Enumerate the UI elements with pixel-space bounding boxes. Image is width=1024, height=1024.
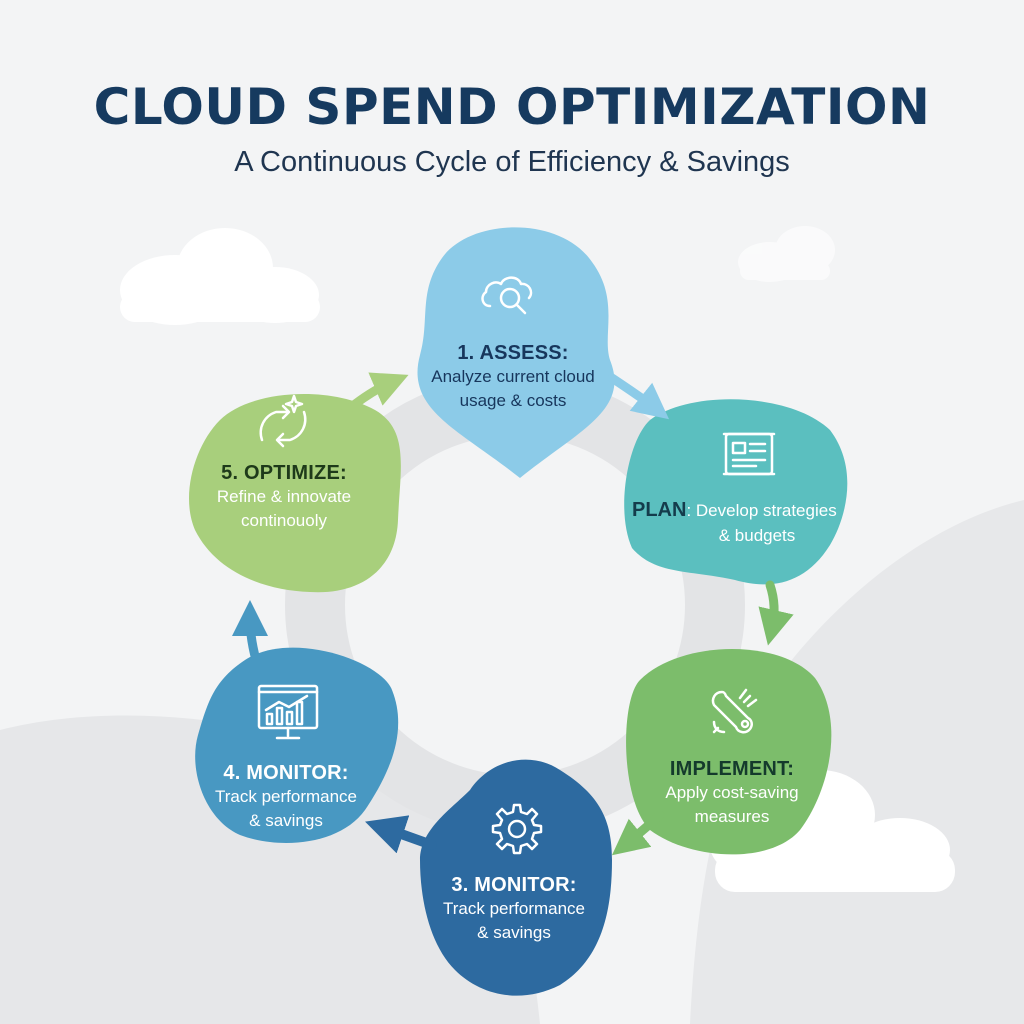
arrow-monitor-to-optimize <box>232 600 269 665</box>
blob-implement <box>626 648 832 855</box>
step-implement-desc-line2: measures <box>694 807 770 826</box>
page-title: CLOUD SPEND OPTIMIZATION <box>93 78 931 136</box>
blob-assess <box>417 227 615 478</box>
step-plan: PLAN: Develop strategies & budgets <box>632 498 842 548</box>
step-optimize: 5. OPTIMIZE: Refine & innovate continouo… <box>164 462 404 533</box>
step-monitor-3-desc-line2: & savings <box>477 923 551 942</box>
step-implement: IMPLEMENT: Apply cost-saving measures <box>612 758 852 829</box>
background-hill-right <box>690 500 1024 1024</box>
step-optimize-desc-line2: continouoly <box>240 511 327 530</box>
refresh-sparkle-icon <box>250 390 316 456</box>
step-monitor-3-label: 3. MONITOR: <box>451 874 577 896</box>
step-implement-label: IMPLEMENT: <box>669 758 795 780</box>
document-icon <box>716 422 782 488</box>
step-monitor-3: 3. MONITOR: Track performance & savings <box>394 874 634 945</box>
arrow-optimize-to-assess <box>340 372 409 417</box>
step-monitor-4: 4. MONITOR: Track performance & savings <box>166 762 406 833</box>
step-monitor-4-desc-line2: & savings <box>249 811 323 830</box>
cloud-decoration-top-right <box>738 226 835 282</box>
step-optimize-label: 5. OPTIMIZE: <box>221 462 347 484</box>
step-monitor-4-label: 4. MONITOR: <box>223 762 349 784</box>
chart-monitor-icon <box>255 680 321 746</box>
step-assess-desc-line1: Analyze current cloud <box>431 367 595 386</box>
gear-icon <box>484 797 550 863</box>
page-subtitle: A Continuous Cycle of Efficiency & Savin… <box>234 146 790 178</box>
arrow-plan-to-implement <box>758 580 794 646</box>
arrow-monitor-to-monitor <box>365 815 437 854</box>
step-monitor-4-desc-line1: Track performance <box>214 787 358 806</box>
blob-monitor-3 <box>420 759 612 996</box>
blob-plan <box>624 399 848 585</box>
cloud-decoration-left <box>120 228 320 325</box>
blob-monitor-4 <box>195 647 399 843</box>
blob-optimize <box>189 393 401 593</box>
step-assess: 1. ASSESS: Analyze current cloud usage &… <box>393 342 633 413</box>
step-monitor-3-desc-line1: Track performance <box>442 899 586 918</box>
step-assess-desc-line2: usage & costs <box>459 391 567 410</box>
step-implement-desc-line1: Apply cost-saving <box>665 783 799 802</box>
step-plan-desc-line2: & budgets <box>718 526 796 545</box>
cloud-search-icon <box>474 262 540 328</box>
step-assess-label: 1. ASSESS: <box>457 342 569 364</box>
step-plan-label: PLAN <box>632 499 687 521</box>
step-optimize-desc-line1: Refine & innovate <box>216 487 352 506</box>
wrench-icon <box>700 678 766 744</box>
step-plan-desc-line1: : Develop strategies <box>686 501 837 520</box>
arrow-assess-to-plan <box>607 373 670 420</box>
arrow-implement-to-monitor <box>611 810 665 856</box>
